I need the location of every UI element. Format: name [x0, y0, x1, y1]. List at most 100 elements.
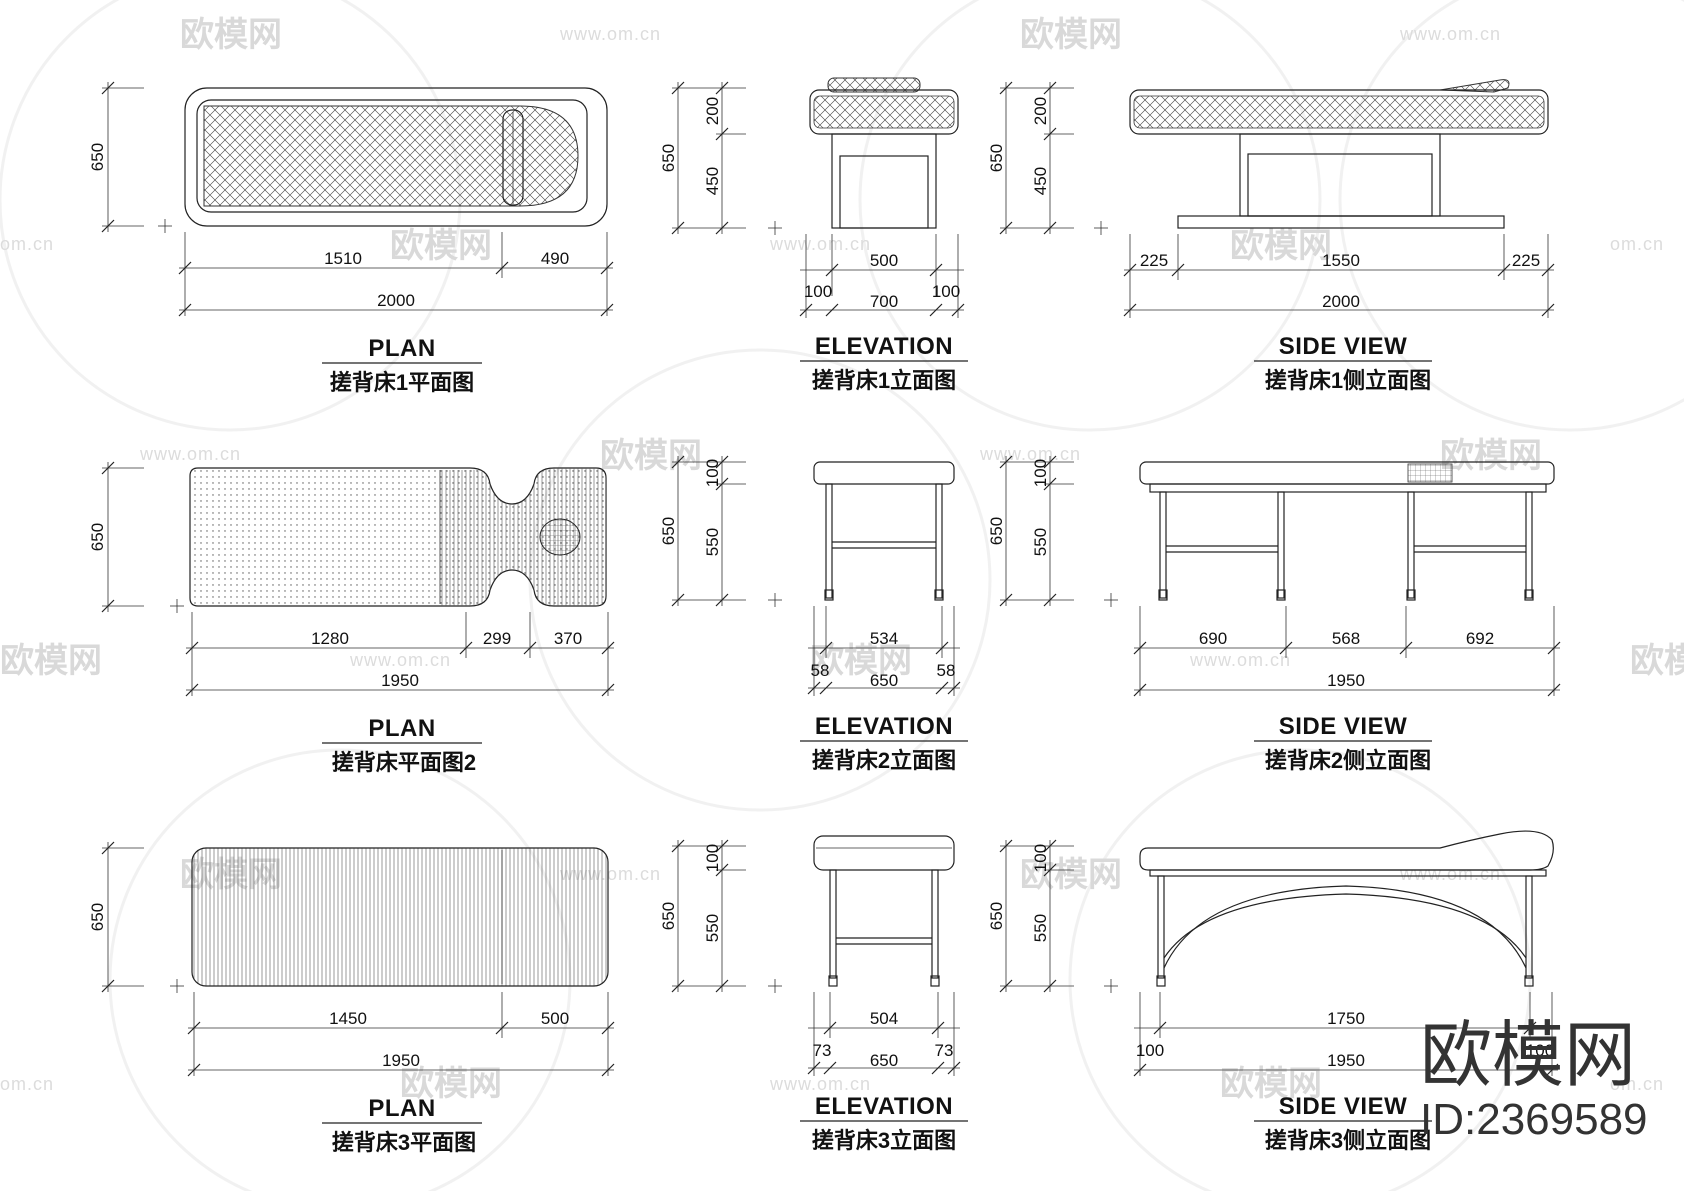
svg-text:www.om.cn: www.om.cn [979, 444, 1081, 464]
svg-text:100: 100 [932, 282, 960, 301]
svg-text:299: 299 [483, 629, 511, 648]
svg-text:73: 73 [813, 1041, 832, 1060]
bed1-elevation-drawing [768, 77, 959, 235]
svg-text:1510: 1510 [324, 249, 362, 268]
svg-text:搓背床平面图2: 搓背床平面图2 [332, 750, 476, 775]
bed3-elevation-title: ELEVATION 搓背床3立面图 [800, 1093, 968, 1153]
bed2-side-drawing [1104, 461, 1555, 607]
svg-text:200: 200 [703, 97, 722, 125]
svg-text:PLAN: PLAN [368, 1095, 435, 1122]
svg-text:搓背床2立面图: 搓背床2立面图 [812, 748, 956, 773]
bed2-plan-dimensions: 650 1280 299 370 1950 [88, 461, 615, 697]
svg-text:650: 650 [870, 1051, 898, 1070]
svg-text:搓背床2侧立面图: 搓背床2侧立面图 [1265, 748, 1431, 773]
svg-text:550: 550 [1031, 914, 1050, 942]
svg-text:100: 100 [1031, 844, 1050, 872]
svg-text:100: 100 [1136, 1041, 1164, 1060]
svg-text:1280: 1280 [311, 629, 349, 648]
svg-text:PLAN: PLAN [368, 715, 435, 742]
svg-text:450: 450 [703, 167, 722, 195]
svg-text:1450: 1450 [329, 1009, 367, 1028]
svg-text:650: 650 [88, 523, 107, 551]
svg-text:550: 550 [703, 914, 722, 942]
bed1-plan-title: PLAN 搓背床1平面图 [322, 335, 482, 395]
bed2-elevation-dimensions: 650 100 550 534 58 650 58 [659, 455, 961, 696]
bed3-elevation-drawing [768, 835, 955, 993]
svg-text:650: 650 [987, 902, 1006, 930]
svg-text:1750: 1750 [1327, 1009, 1365, 1028]
svg-text:www.om.cn: www.om.cn [1399, 864, 1501, 884]
svg-text:om.cn: om.cn [0, 234, 54, 254]
svg-text:550: 550 [703, 528, 722, 556]
svg-text:650: 650 [987, 517, 1006, 545]
svg-text:490: 490 [541, 249, 569, 268]
svg-text:欧模网: 欧模网 [600, 437, 702, 475]
svg-text:650: 650 [659, 517, 678, 545]
svg-text:ELEVATION: ELEVATION [815, 713, 953, 740]
svg-text:ELEVATION: ELEVATION [815, 333, 953, 360]
svg-text:500: 500 [870, 251, 898, 270]
svg-text:1950: 1950 [1327, 1051, 1365, 1070]
svg-text:58: 58 [811, 661, 830, 680]
svg-text:1550: 1550 [1322, 251, 1360, 270]
svg-text:SIDE VIEW: SIDE VIEW [1279, 713, 1408, 740]
svg-text:700: 700 [870, 292, 898, 311]
svg-text:100: 100 [703, 844, 722, 872]
svg-text:650: 650 [659, 902, 678, 930]
bed2-side-title: SIDE VIEW 搓背床2侧立面图 [1254, 713, 1432, 773]
svg-text:搓背床3平面图: 搓背床3平面图 [332, 1130, 476, 1155]
svg-text:504: 504 [870, 1009, 898, 1028]
svg-text:450: 450 [1031, 167, 1050, 195]
svg-text:www.om.cn: www.om.cn [349, 650, 451, 670]
svg-text:650: 650 [870, 671, 898, 690]
brand-watermark: 欧模网 ID:2369589 [1420, 1016, 1648, 1144]
svg-text:100: 100 [804, 282, 832, 301]
svg-text:www.om.cn: www.om.cn [769, 1074, 871, 1094]
svg-text:www.om.cn: www.om.cn [1189, 650, 1291, 670]
svg-text:欧模网: 欧模网 [1020, 856, 1122, 894]
svg-text:欧模网: 欧模网 [400, 1065, 502, 1103]
svg-text:ELEVATION: ELEVATION [815, 1093, 953, 1120]
svg-text:73: 73 [935, 1041, 954, 1060]
bed1-elevation-dimensions: 650 200 450 500 100 700 100 [659, 81, 965, 318]
bed1-side-dimensions: 650 200 450 225 1550 225 2000 [987, 81, 1555, 318]
svg-text:370: 370 [554, 629, 582, 648]
svg-text:www.om.cn: www.om.cn [139, 444, 241, 464]
bed2-elevation-drawing [768, 461, 955, 607]
svg-text:650: 650 [88, 143, 107, 171]
svg-text:SIDE VIEW: SIDE VIEW [1279, 1093, 1408, 1120]
svg-text:搓背床1平面图: 搓背床1平面图 [330, 370, 474, 395]
svg-text:225: 225 [1140, 251, 1168, 270]
svg-text:PLAN: PLAN [368, 335, 435, 362]
bed3-elevation-dimensions: 650 100 550 504 73 650 73 [659, 839, 961, 1076]
svg-text:692: 692 [1466, 629, 1494, 648]
svg-text:om.cn: om.cn [1610, 234, 1664, 254]
svg-text:225: 225 [1512, 251, 1540, 270]
bed2-side-dimensions: 650 100 550 690 568 692 1950 [987, 455, 1561, 697]
svg-text:欧模网: 欧模网 [1630, 642, 1684, 680]
watermark-logos: 欧模网 欧模网 欧模网 欧模网 欧模网 欧模网 欧模网 欧模网 欧模网 欧模网 … [0, 16, 1684, 1103]
bed1-side-drawing [1094, 79, 1549, 235]
bed3-plan-title: PLAN 搓背床3平面图 [322, 1095, 482, 1155]
bed1-plan-dimensions: 650 1510 490 2000 [88, 81, 614, 317]
svg-text:690: 690 [1199, 629, 1227, 648]
svg-text:650: 650 [88, 903, 107, 931]
svg-text:www.om.cn: www.om.cn [769, 234, 871, 254]
bed3-side-drawing [1104, 830, 1554, 993]
bed3-plan-dimensions: 650 1450 500 1950 [88, 841, 615, 1077]
svg-text:om.cn: om.cn [0, 1074, 54, 1094]
svg-text:搓背床1立面图: 搓背床1立面图 [812, 368, 956, 393]
svg-text:100: 100 [703, 459, 722, 487]
svg-text:SIDE VIEW: SIDE VIEW [1279, 333, 1408, 360]
svg-text:搓背床1侧立面图: 搓背床1侧立面图 [1265, 368, 1431, 393]
bed3-side-title: SIDE VIEW 搓背床3侧立面图 [1254, 1093, 1432, 1153]
svg-text:650: 650 [659, 144, 678, 172]
svg-text:www.om.cn: www.om.cn [559, 24, 661, 44]
svg-text:欧模网: 欧模网 [1440, 437, 1542, 475]
svg-text:1950: 1950 [1327, 671, 1365, 690]
svg-text:欧模网: 欧模网 [1230, 227, 1332, 265]
svg-text:58: 58 [937, 661, 956, 680]
svg-text:568: 568 [1332, 629, 1360, 648]
bed1-elevation-title: ELEVATION 搓背床1立面图 [800, 333, 968, 393]
